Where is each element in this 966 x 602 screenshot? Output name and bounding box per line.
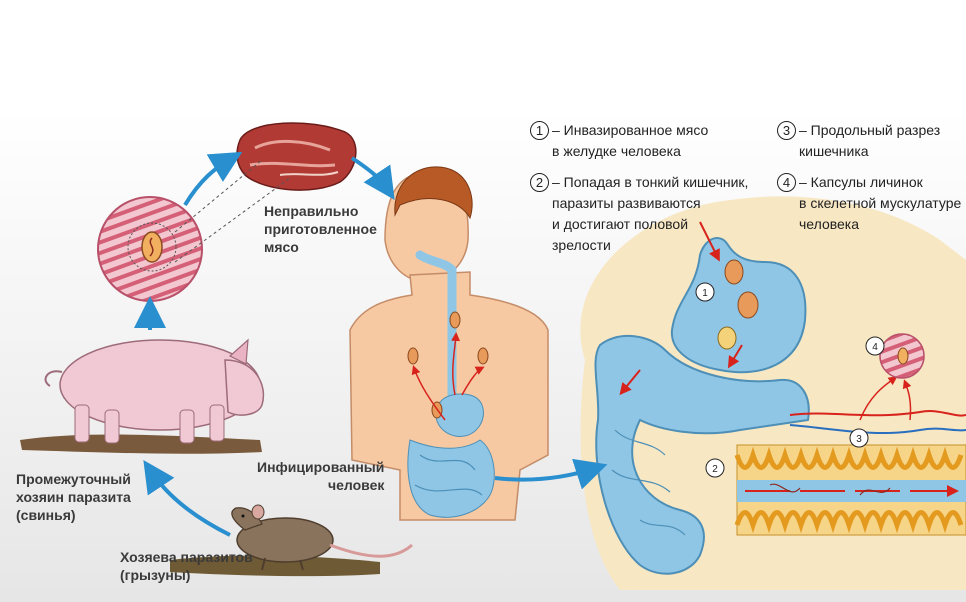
arrow-muscle-to-meat: [183, 151, 243, 207]
legend-item-4: 4– Капсулы личинок в скелетной мускулату…: [777, 172, 961, 235]
legend-item-3: 3– Продольный разрез кишечника: [777, 120, 940, 162]
blood-vessels: [789, 376, 966, 435]
marker-3: 3: [849, 428, 869, 448]
arrow-meat-to-human: [350, 156, 395, 200]
zoom-connector-top: [174, 159, 263, 233]
svg-text:1: 1: [702, 288, 708, 299]
legend-text: – Капсулы личинок в скелетной мускулатур…: [799, 174, 962, 232]
intestine-section: [734, 444, 966, 536]
svg-text:2: 2: [712, 464, 718, 475]
legend-item-2: 2– Попадая в тонкий кишечник, паразиты р…: [530, 172, 748, 256]
pig-illustration: [44, 338, 265, 444]
raw-meat-illustration: [236, 122, 357, 191]
arrow-rodent-to-pig: [143, 460, 231, 537]
label-intermediate-host-pig: Промежуточный хозяин паразита (свинья): [16, 471, 131, 523]
marker-1: 1: [695, 282, 715, 302]
digestive-system-zoom: [594, 221, 810, 575]
label-undercooked-meat: Неправильно приготовленное мясо: [264, 203, 377, 255]
legend-text: – Инвазированное мясо в желудке человека: [552, 122, 709, 159]
pig-muscle-cross-section: [97, 196, 203, 302]
human-illustration: [349, 166, 549, 521]
legend-number: 3: [777, 121, 796, 140]
legend-number: 4: [777, 173, 796, 192]
label-infected-human: Инфицированный человек: [257, 459, 385, 493]
svg-text:3: 3: [856, 434, 862, 445]
marker-2: 2: [705, 458, 725, 478]
legend-text: – Продольный разрез кишечника: [799, 122, 941, 159]
muscle-capsule-circle: [879, 333, 925, 379]
ground-rat: [170, 555, 380, 577]
legend-number: 1: [530, 121, 549, 140]
label-rodent-hosts: Хозяева паразитов (грызуны): [120, 549, 253, 583]
legend-number: 2: [530, 173, 549, 192]
rat-illustration: [231, 504, 413, 571]
legend-item-1: 1– Инвазированное мясо в желудке человек…: [530, 120, 708, 162]
arrow-human-to-zoom: [494, 458, 608, 490]
marker-4: 4: [865, 336, 885, 356]
legend-text: – Попадая в тонкий кишечник, паразиты ра…: [552, 174, 749, 253]
svg-text:4: 4: [872, 342, 878, 353]
